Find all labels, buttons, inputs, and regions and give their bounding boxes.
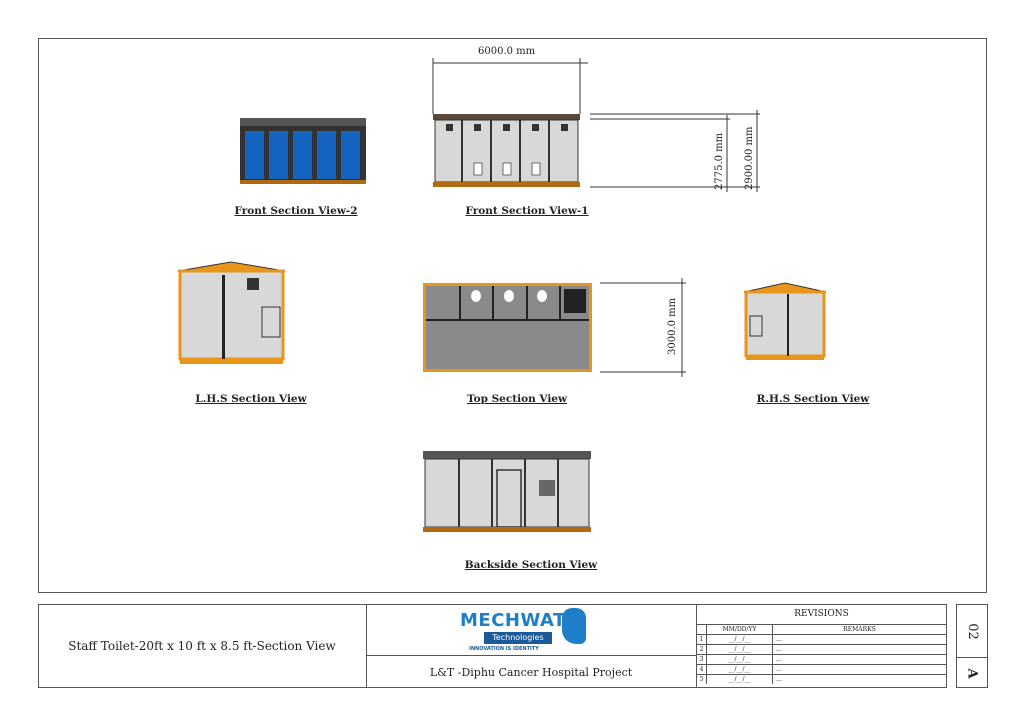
revision-date: __/__/__ (707, 635, 773, 644)
inner-height-dimension: 2775.0 mm (714, 132, 725, 190)
top-section-view (423, 278, 686, 377)
revision-no: 2 (697, 645, 707, 654)
width-dimension: 3000.0 mm (667, 297, 678, 355)
revision-remarks: ... (776, 656, 782, 663)
rhs-section-view (743, 282, 827, 360)
revision-row: 1__/__/__... (697, 634, 946, 644)
revision-no: 4 (697, 665, 707, 674)
revision-row: 2__/__/__... (697, 644, 946, 654)
project-name: L&T -Diphu Cancer Hospital Project (366, 656, 697, 688)
lhs-section-view (177, 261, 286, 364)
front-section-view-1 (432, 58, 760, 192)
title-block (38, 604, 947, 688)
drawing-canvas (177, 58, 827, 532)
outer-height-dimension: 2900.00 mm (744, 126, 755, 191)
revision-date: __/__/__ (707, 665, 773, 674)
revision-no: 5 (697, 675, 707, 684)
revision-remarks: ... (776, 646, 782, 653)
revision-no: 1 (697, 635, 707, 644)
revision-row: 4__/__/__... (697, 664, 946, 674)
revision-remarks: ... (776, 636, 782, 643)
revision-date: __/__/__ (707, 645, 773, 654)
revision-date: __/__/__ (707, 655, 773, 664)
drawing-title: Staff Toilet-20ft x 10 ft x 8.5 ft-Secti… (38, 604, 367, 688)
view-label-rhs: R.H.S Section View (756, 393, 870, 405)
revision-remarks: ... (776, 676, 782, 683)
view-label-front-1: Front Section View-1 (465, 205, 589, 217)
revision-row: 5__/__/__... (697, 674, 946, 684)
length-dimension: 6000.0 mm (478, 46, 536, 57)
revision-letter: A (964, 668, 980, 679)
revision-remarks: ... (776, 666, 782, 673)
drawing-frame (38, 38, 987, 593)
revision-no: 3 (697, 655, 707, 664)
sheet-number: 02 (964, 622, 980, 640)
revision-date: __/__/__ (707, 675, 773, 684)
view-label-front-2: Front Section View-2 (234, 205, 358, 217)
view-label-top: Top Section View (466, 393, 568, 405)
logo-hand-icon (562, 608, 586, 644)
view-label-backside: Backside Section View (464, 559, 598, 571)
view-label-lhs: L.H.S Section View (195, 393, 307, 405)
sheet-info: 02 A (956, 604, 988, 688)
front-section-view-2 (240, 118, 366, 184)
backside-section-view (423, 451, 591, 532)
company-logo: MECHWAT Technologies INNOVATION IS IDENT… (366, 604, 697, 656)
revision-row: 3__/__/__... (697, 654, 946, 664)
